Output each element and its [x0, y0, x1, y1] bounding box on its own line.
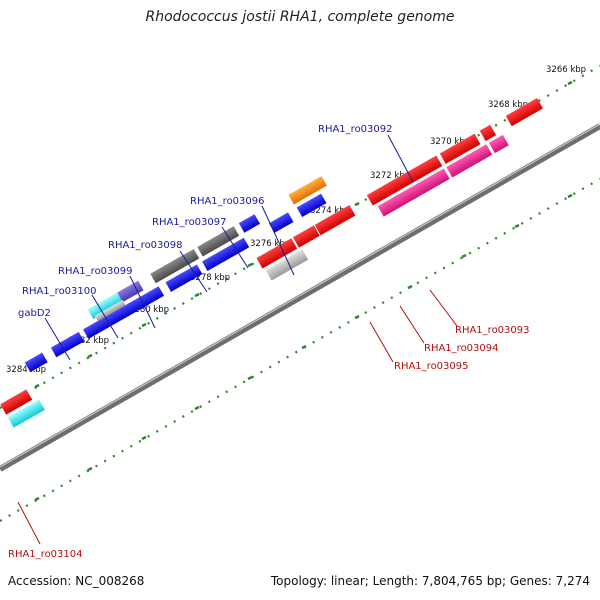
- gene-block[interactable]: [292, 225, 320, 248]
- genome-backbone: [0, 123, 600, 472]
- gene-block[interactable]: [268, 212, 294, 233]
- gene-label[interactable]: RHA1_ro03092: [318, 124, 393, 135]
- map-title: Rhodococcus jostii RHA1, complete genome: [145, 9, 455, 25]
- genome-backbone-highlight: [0, 123, 600, 468]
- gene-block[interactable]: [296, 193, 327, 218]
- kbp-tick-label: 3282 kbp: [69, 336, 109, 346]
- gene-block[interactable]: [446, 144, 493, 178]
- kbp-tick-label: 3268 kbp: [488, 100, 528, 110]
- gene-label[interactable]: RHA1_ro03095: [394, 361, 469, 372]
- kbp-tick-label: 3284 kbp: [6, 365, 46, 375]
- gene-label[interactable]: RHA1_ro03098: [108, 240, 183, 251]
- gene-block[interactable]: [488, 134, 509, 154]
- gene-block[interactable]: [314, 205, 356, 236]
- kbp-tick-label: 3280 kbp: [129, 305, 169, 315]
- gene-block[interactable]: [238, 214, 260, 233]
- gene-block[interactable]: [150, 248, 200, 284]
- kbp-tick-label: 3266 kbp: [546, 65, 586, 75]
- gene-block[interactable]: [197, 226, 240, 257]
- gene-label[interactable]: RHA1_ro03094: [424, 343, 499, 354]
- gene-block[interactable]: [265, 249, 309, 281]
- inner-major-ticks: [34, 193, 573, 502]
- gene-label[interactable]: RHA1_ro03104: [8, 549, 83, 560]
- gene-block[interactable]: [202, 237, 250, 272]
- gene-block[interactable]: [505, 98, 544, 127]
- gene-block[interactable]: [24, 352, 48, 373]
- gene-track[interactable]: [0, 64, 550, 428]
- gene-block[interactable]: [7, 399, 45, 428]
- gene-block[interactable]: [0, 389, 33, 415]
- gene-label[interactable]: RHA1_ro03100: [22, 286, 97, 297]
- kbp-tick-label: 3276 kbp: [250, 239, 290, 249]
- gene-block[interactable]: [377, 168, 450, 217]
- gene-label[interactable]: RHA1_ro03099: [58, 266, 133, 277]
- gene-block[interactable]: [256, 238, 298, 269]
- gene-block[interactable]: [87, 292, 123, 319]
- label-leader-lines: [17, 134, 458, 545]
- gene-block[interactable]: [50, 331, 85, 358]
- gene-label[interactable]: RHA1_ro03097: [152, 217, 227, 228]
- gene-block[interactable]: [83, 300, 139, 339]
- gene-label[interactable]: gabD2: [18, 308, 51, 319]
- gene-block[interactable]: [366, 155, 443, 206]
- kbp-tick-label: 3270 kbp: [430, 137, 470, 147]
- kbp-tick-label: 3274 kbp: [310, 206, 350, 216]
- gene-label[interactable]: RHA1_ro03093: [455, 325, 530, 336]
- accession-text: Accession: NC_008268: [8, 574, 145, 588]
- genome-summary-text: Topology: linear; Length: 7,804,765 bp; …: [270, 574, 590, 588]
- gene-block[interactable]: [439, 133, 481, 164]
- gene-block[interactable]: [94, 299, 126, 321]
- kbp-tick-label: 3272 kbp: [370, 171, 410, 181]
- kbp-tick-label: 3278 kbp: [190, 273, 230, 283]
- gene-block[interactable]: [288, 176, 327, 205]
- gene-block[interactable]: [479, 124, 497, 142]
- gene-label[interactable]: RHA1_ro03096: [190, 196, 265, 207]
- gene-block[interactable]: [132, 286, 165, 311]
